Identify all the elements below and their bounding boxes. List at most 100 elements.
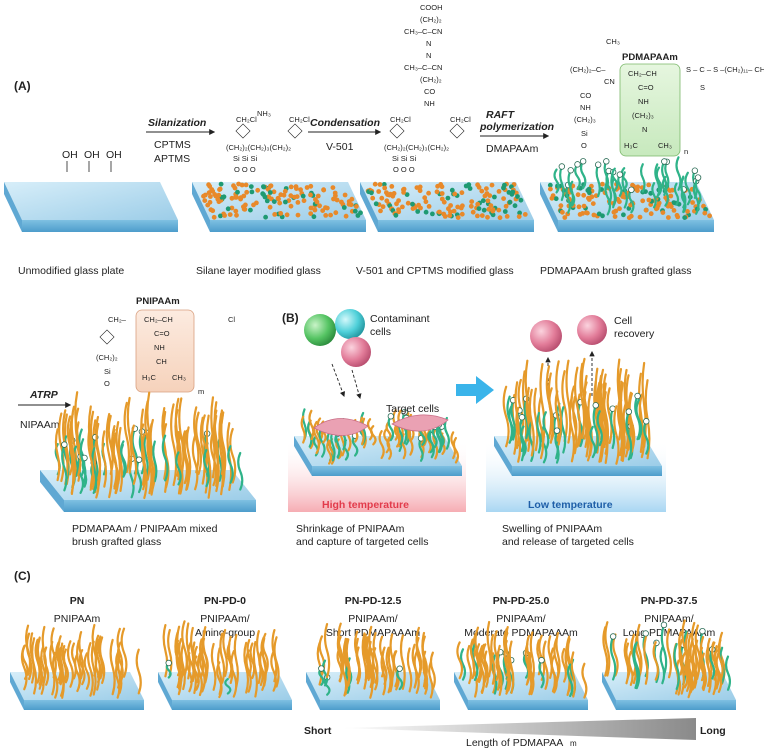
svg-text:H₃C: H₃C <box>624 141 638 150</box>
glass-front <box>320 700 440 710</box>
polymer-chain <box>610 407 616 450</box>
surface-dot <box>452 191 458 197</box>
polymer-chain <box>643 636 649 685</box>
panel-a-label: (A) <box>14 79 31 93</box>
polymer-chain <box>565 359 572 444</box>
polymer-chain <box>655 166 663 196</box>
mixed-brushes <box>54 391 244 500</box>
surface-dot <box>553 196 559 202</box>
surface-dot <box>617 199 622 205</box>
surface-dot <box>426 204 432 209</box>
stage-label-4: PDMAPAAm brush grafted glass <box>540 265 692 277</box>
surface-dot <box>580 211 585 216</box>
caption-high: Shrinkage of PNIPAAm <box>296 523 405 535</box>
polymer-chain <box>699 646 705 682</box>
polymer-chain <box>91 447 98 492</box>
polymer-chain <box>237 451 244 491</box>
svg-text:O O O: O O O <box>234 165 256 174</box>
polymer-chain <box>210 396 216 479</box>
surface-dot <box>515 194 520 199</box>
polymer-chain <box>337 622 345 678</box>
surface-dot <box>308 205 314 211</box>
polymer-chain <box>595 163 601 198</box>
reagent-cptms: CPTMS <box>154 139 191 151</box>
svg-text:C=O: C=O <box>638 83 654 92</box>
polymer-chain <box>542 411 550 451</box>
axis-long: Long <box>700 725 726 737</box>
surface-dot <box>376 189 382 194</box>
surface-dot <box>558 203 564 209</box>
polymer-chain <box>55 641 62 681</box>
surface-dot <box>482 193 488 199</box>
polymer-chain <box>110 428 119 490</box>
glass-front <box>172 700 292 710</box>
stage-label-3: V-501 and CPTMS modified glass <box>356 265 514 277</box>
svg-text:O: O <box>104 379 110 388</box>
surface-dot <box>284 212 290 218</box>
polymer-chain <box>66 640 74 688</box>
glass-side <box>306 672 320 710</box>
sample-line-1: PNIPAAm/ <box>644 613 693 625</box>
charge-marker <box>135 456 143 463</box>
surface-dot <box>670 187 675 193</box>
surface-dot <box>396 207 401 213</box>
surface-dot <box>248 184 254 190</box>
svg-text:(CH₂)₂–C–: (CH₂)₂–C– <box>570 65 606 74</box>
sample-code: PN <box>70 595 85 607</box>
surface-dot <box>278 192 284 198</box>
surface-dot <box>294 194 300 200</box>
charge-marker <box>579 158 587 165</box>
polymer-chain <box>609 635 617 681</box>
sample-brushes <box>456 620 588 699</box>
charge-marker <box>642 630 649 637</box>
glass-side <box>158 672 172 710</box>
polymer-chain <box>469 638 476 680</box>
surface-dot <box>308 183 314 189</box>
surface-dot <box>459 211 465 217</box>
surface-dot <box>593 193 599 199</box>
surface-dot <box>295 212 301 218</box>
polymer-chain <box>675 156 682 191</box>
surface-dot <box>352 208 358 214</box>
polymer-chain <box>261 637 267 687</box>
polymer-chain <box>193 645 201 684</box>
surface-dot <box>668 204 674 210</box>
polymer-chain <box>273 636 280 688</box>
surface-dot <box>234 212 239 218</box>
surface-dot <box>288 203 294 209</box>
svg-text:CO: CO <box>580 91 591 100</box>
polymer-chain <box>123 401 131 474</box>
polymer-chain <box>87 642 94 697</box>
plate-mixed <box>40 391 256 512</box>
surface-dot <box>630 182 635 188</box>
polymer-chain <box>191 434 199 491</box>
charge-marker <box>61 441 68 448</box>
surface-dot <box>264 198 270 204</box>
surface-dot <box>400 204 405 210</box>
surface-dot <box>333 210 339 216</box>
polymer-chain <box>380 650 387 696</box>
polymer-chain <box>195 411 203 476</box>
polymer-chain <box>549 647 557 693</box>
polymer-chain <box>396 667 404 691</box>
charge-marker <box>538 657 545 664</box>
surface-dot <box>304 185 310 190</box>
polymer-chain <box>95 638 101 678</box>
polymer-chain <box>510 399 516 441</box>
polymer-chain <box>399 634 406 690</box>
surface-dot <box>417 188 423 194</box>
polymer-chain <box>617 399 625 453</box>
reagent-nipaam: NIPAAm <box>20 419 60 431</box>
polymer-chain <box>371 647 379 691</box>
polymer-chain <box>31 637 38 695</box>
polymer-chain <box>559 165 565 202</box>
surface-dot <box>485 198 491 204</box>
surface-dot <box>445 195 451 201</box>
surface-dot <box>249 189 255 195</box>
surface-dot <box>690 200 695 205</box>
polymer-chain <box>167 628 173 676</box>
surface-dot <box>315 193 321 199</box>
surface-dot <box>448 209 453 215</box>
charge-marker <box>643 418 650 425</box>
